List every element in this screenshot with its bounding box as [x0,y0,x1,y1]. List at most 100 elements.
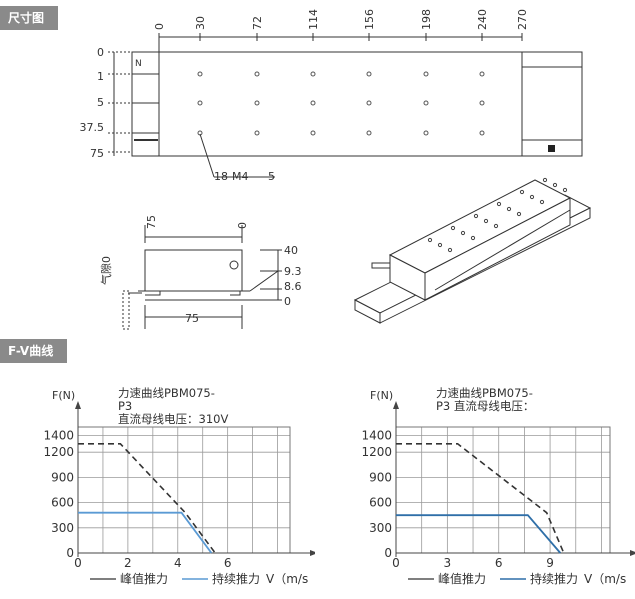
legend-peak-label: 峰值推力 [438,571,486,586]
top-tick-label: 0 [153,23,166,30]
mounting-hole [197,71,203,77]
y-axis-label: F(N) [370,389,393,402]
x-axis-arrow [310,550,315,556]
mounting-hole [310,130,316,136]
mounting-hole [366,130,372,136]
y-axis-arrow [393,401,399,409]
y-tick-label: 300 [369,521,392,535]
side-view-drawing: 75 0 气隙0 40 9.3 8.6 0 75 [100,215,302,330]
y-tick-label: 300 [51,521,74,535]
mounting-hole [423,130,429,136]
mounting-hole [479,71,485,77]
chart-title-line: 力速曲线PBM075- [118,386,215,400]
chart-title-line: P3 直流母线电压： [436,399,534,413]
series-line [78,511,213,554]
mounting-hole [366,71,372,77]
left-tick-label: 0 [97,46,104,59]
left-tick-label: 37.5 [80,121,105,134]
iso-hole [496,201,502,207]
x-tick-label: 6 [495,556,503,570]
series-line [78,443,216,554]
iso-hole [506,206,512,212]
x-tick-label: 0 [392,556,400,570]
iso-hole [552,182,558,188]
x-axis-arrow [630,550,635,556]
left-tick-label: 1 [97,70,104,83]
iso-hole [539,199,545,205]
iso-hole [427,237,433,243]
side-right-tick-1: 9.3 [284,265,302,278]
x-tick-label: 9 [546,556,554,570]
x-tick-label: 6 [224,556,232,570]
mounting-hole [310,100,316,106]
iso-hole [450,225,456,231]
mounting-hole [423,71,429,77]
legend-continuous-label: 持续推力 [530,571,578,586]
plot-frame [77,426,291,554]
iso-hole [473,213,479,219]
y-tick-label: 1400 [43,428,74,442]
iso-hole [516,211,522,217]
side-right-tick-0: 40 [284,244,298,257]
side-top-tick-0: 75 [145,215,158,229]
y-tick-label: 1400 [361,428,392,442]
section-tag-fv-curve: F-V曲线 [0,339,68,363]
top-tick-label: 156 [363,9,376,30]
iso-hole [483,218,489,224]
y-tick-label: 900 [369,470,392,484]
left-tick-label: 75 [90,147,104,160]
isometric-view-drawing [353,177,592,324]
y-tick-label: 900 [51,470,74,484]
iso-hole [460,230,466,236]
mounting-hole [366,100,372,106]
mounting-hole [479,100,485,106]
y-tick-label: 600 [51,496,74,510]
top-tick-label: 240 [476,9,489,30]
side-top-tick-1: 0 [236,222,249,229]
top-tick-label: 30 [194,16,207,30]
chart-title-line: P3 [118,399,132,413]
iso-hole [529,194,535,200]
iso-hole [437,242,443,248]
y-tick-label: 1200 [43,445,74,459]
left-tick-label: 5 [97,96,104,109]
x-tick-label: 0 [74,556,82,570]
top-tick-label: 114 [307,9,320,30]
legend-peak-label: 峰值推力 [120,571,168,586]
plot-frame [395,426,611,554]
mounting-hole [310,71,316,77]
iso-hole [447,247,453,253]
series-line [396,514,562,554]
hole-label: 18-M4 [214,170,248,183]
x-tick-label: 2 [124,556,132,570]
side-left-label: 气隙0 [100,256,113,285]
fv-chart-right: 0 300 600 900 1200 1400 0 3 6 9 F(N) 力速曲线PBM075-P3 … [361,386,635,586]
mounting-hole [423,100,429,106]
top-tick-label: 270 [516,9,529,30]
side-right-tick-3: 0 [284,295,291,308]
iso-hole [519,189,525,195]
side-right-tick-2: 8.6 [284,280,302,293]
chart-title-line: 直流母线电压：310V [118,412,228,426]
series-line [396,443,565,554]
n-label: N [135,59,142,69]
fv-chart-left: 0 300 600 900 1200 1400 0 2 4 6 F(N) 力速曲线PBM075-P3直… [43,386,315,586]
y-axis-label: F(N) [52,389,75,402]
y-tick-label: 0 [66,546,74,560]
x-axis-label: V（m/s [584,572,626,586]
section-tag-dimensions: 尺寸图 [0,6,59,30]
y-tick-label: 600 [369,496,392,510]
x-tick-label: 3 [444,556,452,570]
top-tick-label: 198 [420,9,433,30]
iso-hole [562,187,568,193]
x-axis-label: V（m/s [266,572,308,586]
mounting-hole [254,130,260,136]
chart-title-line: 力速曲线PBM075- [436,386,533,400]
mounting-hole [254,100,260,106]
x-tick-label: 4 [174,556,182,570]
hole-depth: 5 [268,170,275,183]
y-tick-label: 1200 [361,445,392,459]
y-axis-arrow [75,401,81,409]
y-tick-label: 0 [384,546,392,560]
